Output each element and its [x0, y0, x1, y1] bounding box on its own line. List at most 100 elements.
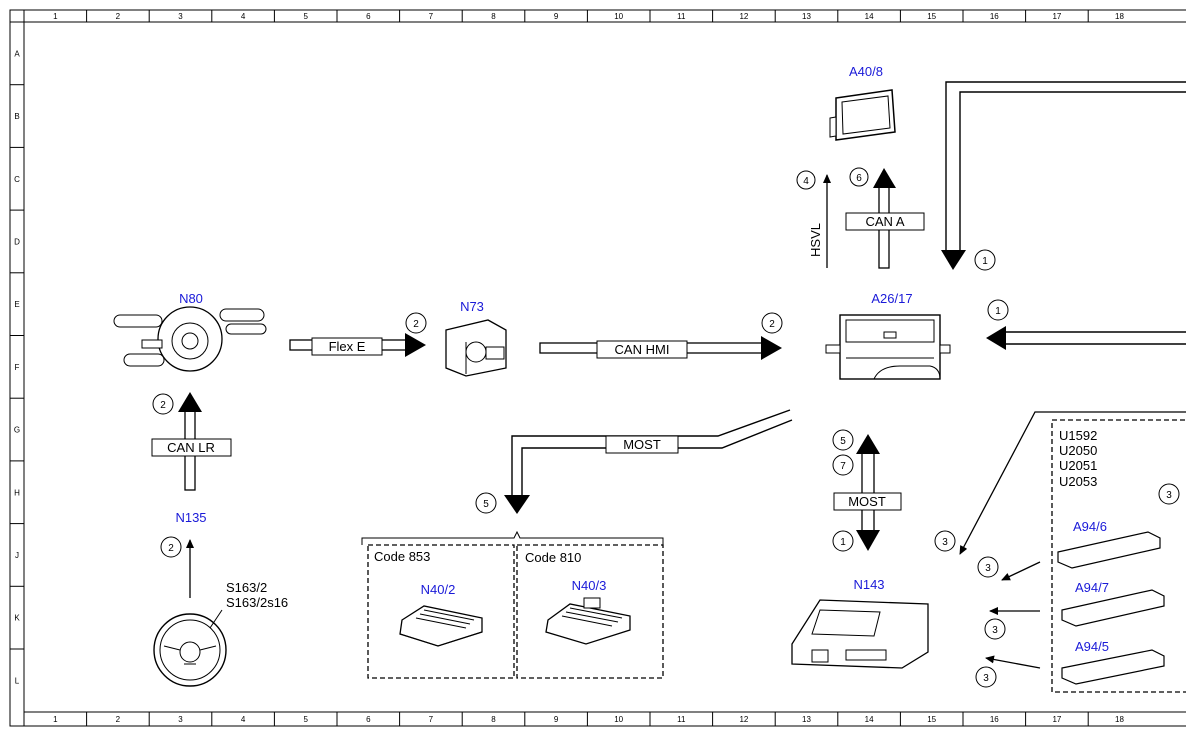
ruler-column-label: 15	[927, 12, 936, 21]
ruler-column-label: 9	[554, 12, 559, 21]
marker-7: 7	[840, 461, 846, 472]
can-a-link: CAN A 6	[845, 167, 925, 269]
n40-3-label: N40/3	[572, 578, 607, 593]
marker-2-n135: 2	[168, 543, 174, 554]
ruler-column-label: 5	[303, 715, 308, 724]
hsvl-label: HSVL	[808, 223, 823, 257]
can-hmi-label: CAN HMI	[615, 342, 670, 357]
a94-5-antenna[interactable]	[1061, 649, 1165, 685]
a94-6-label: A94/6	[1073, 519, 1107, 534]
a94-5-label: A94/5	[1075, 639, 1109, 654]
antenna-code-3: U2051	[1059, 458, 1097, 473]
can-lr-label: CAN LR	[167, 440, 215, 455]
n135-link: 2	[160, 536, 194, 598]
antenna-group: 3 U1592 U2050 U2051 U2053 3 A94/6 3 A94/…	[934, 411, 1186, 693]
ruler-column-label: 8	[491, 715, 496, 724]
a94-7-antenna[interactable]	[1061, 589, 1165, 627]
marker-2-canlr: 2	[160, 400, 166, 411]
ruler-column-label: 6	[366, 12, 371, 21]
ruler-column-label: 15	[927, 715, 936, 724]
marker-4: 4	[803, 176, 809, 187]
top-right-bus: 1	[941, 81, 1186, 271]
n143-label: N143	[853, 577, 884, 592]
ruler-column-label: 14	[865, 715, 874, 724]
ruler-row-label: H	[14, 488, 20, 497]
marker-3-a94-7: 3	[992, 625, 998, 636]
ruler-column-label: 3	[178, 715, 183, 724]
a40-8-label: A40/8	[849, 64, 883, 79]
marker-5-most: 5	[483, 499, 489, 510]
ruler-column-label: 10	[614, 715, 623, 724]
n135-label: N135	[175, 510, 206, 525]
ruler-column-label: 12	[739, 12, 748, 21]
ruler-column-label: 18	[1115, 715, 1124, 724]
can-lr-link: CAN LR 2	[151, 392, 232, 491]
antenna-code-4: U2053	[1059, 474, 1097, 489]
ruler-column-label: 14	[865, 12, 874, 21]
ruler-column-label: 7	[429, 715, 434, 724]
ruler-column-label: 16	[990, 12, 999, 21]
hsvl-link: HSVL 4	[796, 170, 831, 268]
ruler-column-label: 1	[53, 12, 58, 21]
a26-17-label: A26/17	[871, 291, 912, 306]
can-a-label: CAN A	[865, 214, 904, 229]
right-bus: 1	[986, 299, 1186, 350]
ruler-column-label: 2	[116, 715, 121, 724]
marker-3-diag: 3	[942, 537, 948, 548]
ruler-row-label: A	[14, 49, 20, 58]
most-center-link: MOST 5 7 1	[832, 429, 902, 552]
n80-module[interactable]: N80	[113, 291, 267, 372]
ruler-column-label: 4	[241, 12, 246, 21]
ruler-column-label: 3	[178, 12, 183, 21]
marker-6: 6	[856, 173, 862, 184]
flex-e-label: Flex E	[329, 339, 366, 354]
marker-5-center: 5	[840, 436, 846, 447]
marker-3-a94-5: 3	[983, 673, 989, 684]
marker-3-right: 3	[1166, 490, 1172, 501]
n73-label: N73	[460, 299, 484, 314]
flex-e-link: Flex E 2	[289, 312, 427, 357]
n40-3-amplifier[interactable]: N40/3	[545, 578, 631, 645]
ruler-row-label: G	[14, 426, 20, 435]
marker-2-flex: 2	[413, 319, 419, 330]
s163-2s16-label: S163/2s16	[226, 595, 288, 610]
marker-1-top: 1	[982, 256, 988, 267]
code-853-label: Code 853	[374, 549, 430, 564]
a26-17-head-unit[interactable]: A26/17	[825, 291, 951, 380]
ruler-column-label: 18	[1115, 12, 1124, 21]
ruler-row-label: K	[14, 614, 20, 623]
ruler-column-label: 13	[802, 12, 811, 21]
marker-1-right: 1	[995, 306, 1001, 317]
ruler-column-label: 11	[677, 715, 686, 724]
ruler-column-label: 17	[1052, 715, 1061, 724]
code-810-label: Code 810	[525, 550, 581, 565]
most-left-label: MOST	[623, 437, 661, 452]
n40-2-amplifier[interactable]: N40/2	[399, 582, 483, 647]
ruler-row-label: E	[14, 300, 19, 309]
steering-wheel-s163-2[interactable]: S163/2 S163/2s16	[153, 580, 288, 687]
n40-2-label: N40/2	[421, 582, 456, 597]
n73-ignition-switch[interactable]: N73	[445, 299, 507, 377]
ruler-row-label: L	[15, 676, 20, 685]
a40-8-display[interactable]: A40/8	[829, 64, 896, 141]
most-left-link: MOST 5	[475, 409, 793, 514]
marker-2-hmi: 2	[769, 319, 775, 330]
ruler-column-label: 4	[241, 715, 246, 724]
s163-2-label: S163/2	[226, 580, 267, 595]
antenna-code-2: U2050	[1059, 443, 1097, 458]
amplifier-group: Code 853 Code 810	[361, 530, 664, 679]
ruler-column-label: 6	[366, 715, 371, 724]
ruler-column-label: 7	[429, 12, 434, 21]
ruler-column-label: 16	[990, 715, 999, 724]
ruler-column-label: 2	[116, 12, 121, 21]
marker-1-n143: 1	[840, 537, 846, 548]
ruler-column-label: 17	[1052, 12, 1061, 21]
ruler-column-label: 13	[802, 715, 811, 724]
a94-6-antenna[interactable]	[1057, 531, 1161, 569]
ruler-column-label: 11	[677, 12, 686, 21]
n143-module[interactable]: N143	[791, 577, 929, 669]
